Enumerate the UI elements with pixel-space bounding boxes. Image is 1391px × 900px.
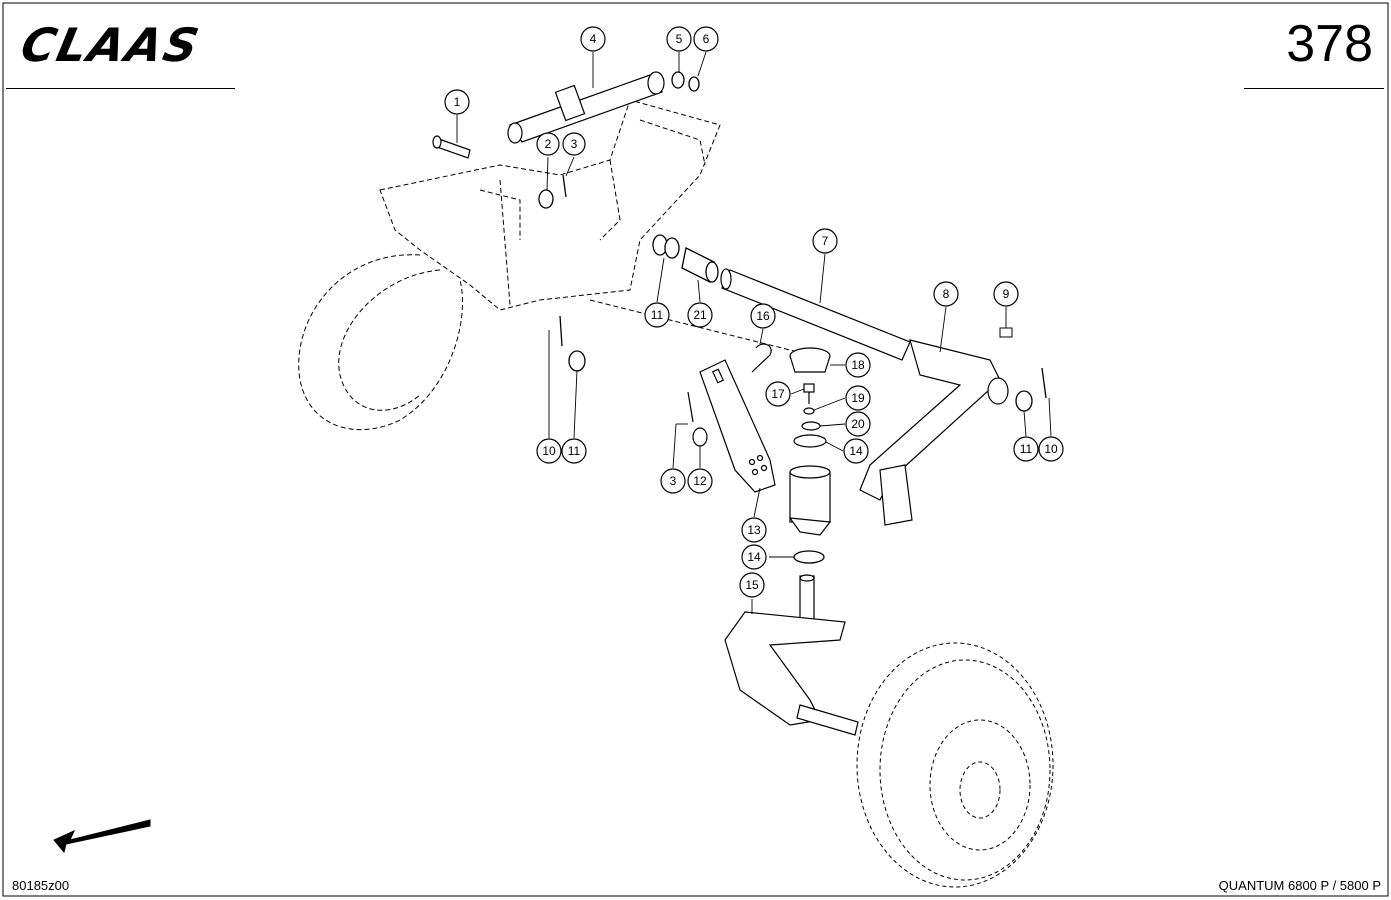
svg-text:2: 2 bbox=[545, 137, 552, 151]
svg-text:14: 14 bbox=[849, 444, 863, 458]
callout-10b[interactable]: 10 bbox=[1038, 436, 1064, 462]
callout-2[interactable]: 2 bbox=[536, 132, 560, 156]
callout-6[interactable]: 6 bbox=[693, 26, 719, 52]
callout-7[interactable]: 7 bbox=[812, 228, 838, 254]
bolt-17-washers bbox=[793, 383, 827, 448]
svg-text:8: 8 bbox=[943, 287, 950, 301]
callout-14b[interactable]: 14 bbox=[741, 544, 767, 570]
callout-15[interactable]: 15 bbox=[739, 572, 765, 598]
svg-text:4: 4 bbox=[590, 32, 597, 46]
svg-text:7: 7 bbox=[822, 234, 829, 248]
callout-16[interactable]: 16 bbox=[750, 303, 776, 329]
callout-19[interactable]: 19 bbox=[845, 385, 871, 411]
svg-text:17: 17 bbox=[771, 387, 785, 401]
washer-2-pin-3 bbox=[538, 174, 567, 209]
callout-8[interactable]: 8 bbox=[933, 281, 959, 307]
page-number: 378 bbox=[1286, 15, 1373, 73]
callout-11c[interactable]: 11 bbox=[1013, 436, 1039, 462]
svg-text:20: 20 bbox=[851, 417, 865, 431]
part-18-cap bbox=[789, 347, 831, 373]
svg-text:11: 11 bbox=[651, 308, 664, 322]
header-rule-right bbox=[1244, 88, 1384, 89]
svg-text:16: 16 bbox=[756, 309, 770, 323]
callout-17[interactable]: 17 bbox=[765, 381, 791, 407]
callout-3a[interactable]: 3 bbox=[562, 132, 586, 156]
svg-text:15: 15 bbox=[745, 578, 759, 592]
callout-18[interactable]: 18 bbox=[845, 352, 871, 378]
leader-lines bbox=[456, 51, 1052, 614]
svg-text:19: 19 bbox=[851, 391, 865, 405]
svg-text:18: 18 bbox=[851, 358, 865, 372]
washer-pin-right bbox=[1015, 367, 1047, 412]
svg-text:10: 10 bbox=[542, 444, 556, 458]
part-1-pin bbox=[432, 135, 471, 159]
header-rule-left bbox=[6, 88, 235, 89]
part-15-fork bbox=[724, 574, 859, 736]
callout-20[interactable]: 20 bbox=[845, 411, 871, 437]
svg-text:3: 3 bbox=[571, 137, 578, 151]
callout-21[interactable]: 21 bbox=[687, 302, 713, 328]
washers-5-6 bbox=[671, 71, 700, 92]
machine-frame-dashed bbox=[298, 99, 831, 431]
svg-text:11: 11 bbox=[568, 444, 581, 458]
callout-11a[interactable]: 11 bbox=[644, 302, 670, 328]
part-16-clip bbox=[751, 343, 772, 373]
pivot-housing bbox=[788, 465, 832, 536]
pin-3-washer-12 bbox=[687, 391, 708, 447]
svg-text:3: 3 bbox=[670, 474, 677, 488]
callout-11b[interactable]: 11 bbox=[561, 438, 587, 464]
part-9-nipple bbox=[999, 327, 1013, 338]
callout-4[interactable]: 4 bbox=[580, 26, 606, 52]
svg-text:10: 10 bbox=[1044, 442, 1058, 456]
bushings-11-21 bbox=[652, 234, 719, 283]
svg-text:11: 11 bbox=[1020, 442, 1033, 456]
svg-text:21: 21 bbox=[693, 308, 707, 322]
part-4-cylinder bbox=[507, 71, 665, 144]
part-7-tube bbox=[720, 268, 911, 361]
model-label: QUANTUM 6800 P / 5800 P bbox=[1218, 878, 1381, 893]
arrow-left-down-icon bbox=[53, 819, 151, 854]
washer-pin-left bbox=[559, 315, 586, 372]
svg-text:14: 14 bbox=[747, 550, 761, 564]
callout-3b[interactable]: 3 bbox=[660, 468, 686, 494]
callout-12[interactable]: 12 bbox=[687, 468, 713, 494]
bearing-14-lower bbox=[793, 550, 825, 564]
svg-text:9: 9 bbox=[1003, 287, 1010, 301]
part-8-arm bbox=[859, 339, 1009, 526]
svg-text:1: 1 bbox=[454, 95, 461, 109]
callout-10a[interactable]: 10 bbox=[536, 438, 562, 464]
svg-text:13: 13 bbox=[747, 523, 761, 537]
callout-5[interactable]: 5 bbox=[666, 26, 692, 52]
part-13-plate bbox=[699, 359, 776, 493]
callout-9[interactable]: 9 bbox=[993, 281, 1019, 307]
wheel-dashed bbox=[856, 642, 1054, 888]
callout-labels: 1 2 3 4 5 6 7 8 9 11 21 16 18 17 19 20 1… bbox=[444, 26, 1064, 598]
svg-text:6: 6 bbox=[703, 32, 710, 46]
drawing-code: 80185z00 bbox=[12, 878, 70, 893]
callout-13[interactable]: 13 bbox=[741, 517, 767, 543]
callout-14a[interactable]: 14 bbox=[843, 438, 869, 464]
svg-text:12: 12 bbox=[693, 474, 707, 488]
callout-1[interactable]: 1 bbox=[444, 89, 470, 115]
svg-text:5: 5 bbox=[676, 32, 683, 46]
